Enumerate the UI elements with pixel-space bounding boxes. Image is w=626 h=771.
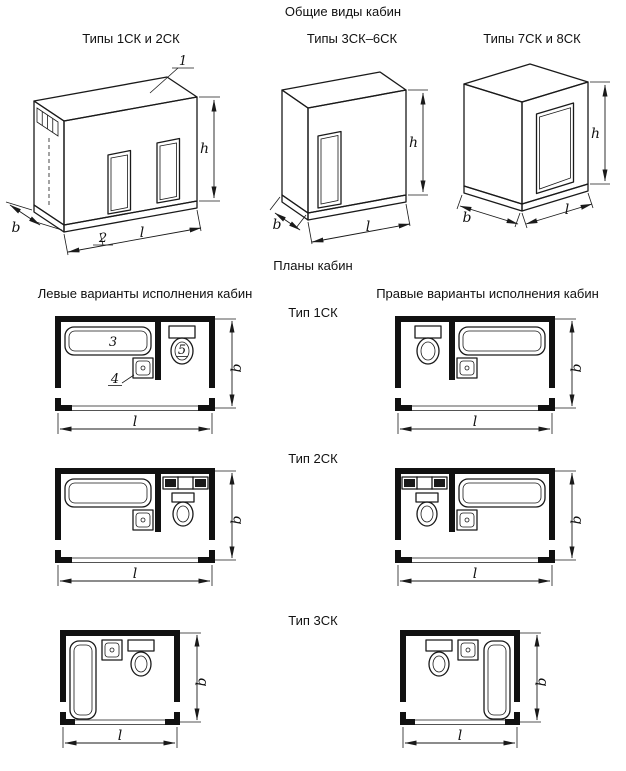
height-dimension: h <box>199 96 220 202</box>
length-dim-label: l <box>473 566 477 582</box>
callout-base: 2 <box>93 231 113 246</box>
length-dimension: l <box>402 727 518 748</box>
length-dimension: l <box>57 565 213 586</box>
width-dim-label: b <box>229 515 245 524</box>
callout-roof-number: 1 <box>179 54 187 69</box>
plans-title: Планы кабин <box>273 258 353 273</box>
length-dim-label: l <box>458 728 462 744</box>
plan-1sk-left-drawing: 3 4 5 b l <box>55 316 245 434</box>
iso-view-1-drawing: h b l 1 2 <box>5 54 220 256</box>
width-dim-label: b <box>273 217 282 233</box>
callout-toilet: 5 <box>176 343 188 358</box>
washbasin <box>101 639 123 661</box>
length-dim-label: l <box>473 414 477 430</box>
width-dim-label: b <box>534 677 550 686</box>
width-dim-label: b <box>569 363 585 372</box>
iso-view-2-label: Типы 3СК–6СК <box>306 31 398 46</box>
cabin-box <box>281 71 407 221</box>
type-1sk-label: Тип 1СК <box>288 305 338 320</box>
page-title: Общие виды кабин <box>284 4 402 19</box>
washbasin <box>132 357 154 379</box>
length-dimension: l <box>57 413 213 434</box>
width-dimension: b <box>215 318 245 409</box>
length-dim-label: l <box>366 219 370 235</box>
callout-toilet-number: 5 <box>178 343 186 358</box>
door-opening <box>317 130 342 209</box>
length-dim-label: l <box>565 202 569 218</box>
width-dimension: b <box>520 632 550 723</box>
callout-base-number: 2 <box>98 231 107 246</box>
cabin-plan-room <box>55 468 215 563</box>
width-dimension: b <box>5 201 63 236</box>
cabin-plan-room-mirrored <box>394 315 556 412</box>
height-dim-label: h <box>591 126 600 142</box>
toilet <box>168 325 196 365</box>
width-dimension: b <box>180 632 210 723</box>
width-dim-label: b <box>463 210 472 226</box>
width-dimension: b <box>456 194 521 228</box>
length-dim-label: l <box>140 225 144 241</box>
iso-view-1-label: Типы 1СК и 2СК <box>82 31 180 46</box>
plan-3sk-left-drawing: b l <box>60 630 210 748</box>
cabin-plan-room <box>60 630 180 725</box>
callout-washbasin-number: 4 <box>110 372 119 387</box>
type-2sk-label: Тип 2СК <box>288 451 338 466</box>
width-dimension: b <box>269 196 307 233</box>
height-dimension: h <box>408 89 428 196</box>
bathtub <box>64 478 152 508</box>
width-dimension: b <box>555 470 585 561</box>
height-dimension: h <box>590 81 610 185</box>
cabin-plan-room-mirrored <box>394 467 556 564</box>
right-variants-label: Правые варианты исполнения кабин <box>376 286 599 301</box>
length-dim-label: l <box>118 728 122 744</box>
height-dim-label: h <box>409 135 418 151</box>
length-dim-label: l <box>133 414 137 430</box>
length-dimension: l <box>521 192 594 229</box>
plan-2sk-right-drawing: b l <box>394 467 585 586</box>
plan-2sk-left-drawing: b l <box>55 468 245 586</box>
length-dimension: l <box>62 727 178 748</box>
left-variants-label: Левые варианты исполнения кабин <box>37 286 253 301</box>
length-dim-label: l <box>133 566 137 582</box>
bathtub <box>69 640 97 720</box>
length-dimension: l <box>63 209 202 256</box>
width-dim-label: b <box>12 220 21 236</box>
cabin-plan-room-mirrored <box>399 629 521 726</box>
door-opening <box>535 102 575 195</box>
length-dimension: l <box>397 413 553 434</box>
callout-bath-number: 3 <box>109 335 117 350</box>
cabin-box <box>33 76 198 233</box>
width-dim-label: b <box>569 515 585 524</box>
height-dim-label: h <box>200 141 209 157</box>
bathtub <box>64 326 152 356</box>
washbasin <box>132 509 154 531</box>
iso-view-3-drawing: h b l <box>456 63 610 229</box>
cabin-box <box>463 63 589 212</box>
ventilation-grille <box>36 107 59 137</box>
iso-view-2-drawing: h b l <box>269 71 428 245</box>
callout-washbasin: 4 <box>108 372 135 387</box>
width-dimension: b <box>555 318 585 409</box>
plan-1sk-right-drawing: b l <box>394 315 585 434</box>
cabin-plan-room <box>55 316 215 411</box>
length-dimension: l <box>397 565 553 586</box>
type-3sk-label: Тип 3СК <box>288 613 338 628</box>
toilet <box>127 639 155 677</box>
iso-view-3-label: Типы 7СК и 8СК <box>483 31 581 46</box>
width-dim-label: b <box>229 363 245 372</box>
cistern-block <box>162 476 209 490</box>
callout-roof: 1 <box>149 54 194 94</box>
width-dim-label: b <box>194 677 210 686</box>
toilet <box>171 492 195 527</box>
door-openings <box>107 137 181 215</box>
length-dimension: l <box>307 203 411 245</box>
plan-3sk-right-drawing: b l <box>399 629 550 748</box>
width-dimension: b <box>215 470 245 561</box>
